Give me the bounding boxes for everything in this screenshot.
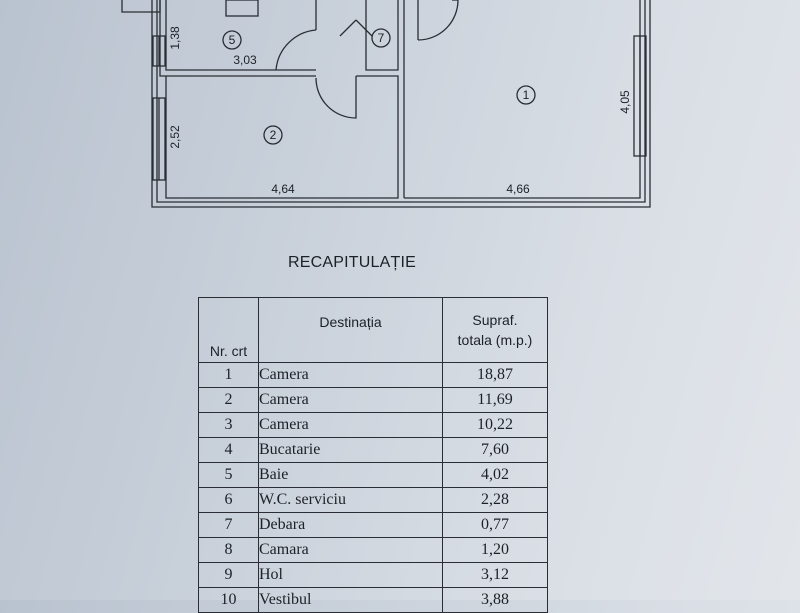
row-destination: Camera bbox=[258, 412, 443, 438]
row-area: 3,88 bbox=[442, 587, 548, 613]
header-suprafata-line1: Supraf. bbox=[472, 312, 518, 328]
recap-table: Nr. crt Destinația Supraf. totala (m.p.)… bbox=[198, 297, 548, 613]
row-area: 3,12 bbox=[442, 562, 548, 588]
row-area: 2,28 bbox=[442, 487, 548, 513]
row-number: 3 bbox=[198, 412, 259, 438]
row-area: 7,60 bbox=[442, 437, 548, 463]
row-number: 9 bbox=[198, 562, 259, 588]
table-row: 5 Baie 4,02 bbox=[198, 462, 548, 488]
room1-height-dimension: 4,05 bbox=[618, 90, 632, 114]
room2-width-dimension: 4,64 bbox=[271, 182, 295, 196]
row-number: 5 bbox=[198, 462, 259, 488]
row-number: 4 bbox=[198, 437, 259, 463]
header-destinatia: Destinația bbox=[258, 297, 443, 363]
row-area: 4,02 bbox=[442, 462, 548, 488]
room-1-number: 1 bbox=[523, 88, 530, 102]
row-area: 1,20 bbox=[442, 537, 548, 563]
row-number: 2 bbox=[198, 387, 259, 413]
room1-width-dimension: 4,66 bbox=[506, 182, 530, 196]
table-row: 10 Vestibul 3,88 bbox=[198, 587, 548, 613]
table-row: 7 Debara 0,77 bbox=[198, 512, 548, 538]
header-nr-crt: Nr. crt bbox=[198, 297, 259, 363]
row-number: 10 bbox=[198, 587, 259, 613]
fixture-rect bbox=[225, 0, 259, 17]
table-row: 6 W.C. serviciu 2,28 bbox=[198, 487, 548, 513]
table-row: 2 Camera 11,69 bbox=[198, 387, 548, 413]
row-number: 8 bbox=[198, 537, 259, 563]
table-row: 1 Camera 18,87 bbox=[198, 362, 548, 388]
row-number: 7 bbox=[198, 512, 259, 538]
room5-height-dimension: 1,38 bbox=[168, 26, 182, 50]
room-5-circle bbox=[222, 30, 242, 50]
row-area: 10,22 bbox=[442, 412, 548, 438]
table-row: 8 Camara 1,20 bbox=[198, 537, 548, 563]
row-destination: Hol bbox=[258, 562, 443, 588]
floor-plan: 1 2 5 7 1,38 3,03 2,52 4,64 4,05 4,66 bbox=[121, 0, 651, 208]
row-area: 18,87 bbox=[442, 362, 548, 388]
table-header-row: Nr. crt Destinația Supraf. totala (m.p.) bbox=[198, 297, 548, 363]
room-2-circle bbox=[263, 125, 283, 145]
room-7-circle bbox=[371, 28, 391, 48]
row-area: 0,77 bbox=[442, 512, 548, 538]
row-destination: Bucatarie bbox=[258, 437, 443, 463]
room-2-number: 2 bbox=[270, 128, 277, 142]
row-destination: Camera bbox=[258, 387, 443, 413]
row-area: 11,69 bbox=[442, 387, 548, 413]
room5-width-dimension: 3,03 bbox=[233, 53, 257, 67]
windows bbox=[152, 35, 647, 181]
row-number: 6 bbox=[198, 487, 259, 513]
table-row: 3 Camera 10,22 bbox=[198, 412, 548, 438]
table-row: 9 Hol 3,12 bbox=[198, 562, 548, 588]
room-7-number: 7 bbox=[378, 31, 385, 45]
row-destination: W.C. serviciu bbox=[258, 487, 443, 513]
row-destination: Debara bbox=[258, 512, 443, 538]
door-swings bbox=[275, 0, 459, 119]
room-1-circle bbox=[516, 85, 536, 105]
row-number: 1 bbox=[198, 362, 259, 388]
interior-walls bbox=[159, 0, 641, 199]
row-destination: Camera bbox=[258, 362, 443, 388]
room2-height-dimension: 2,52 bbox=[168, 125, 182, 149]
recap-title: RECAPITULAȚIE bbox=[288, 254, 416, 271]
row-destination: Baie bbox=[258, 462, 443, 488]
header-suprafata-line2: totala (m.p.) bbox=[457, 332, 533, 348]
room-5-number: 5 bbox=[229, 33, 236, 47]
header-suprafata: Supraf. totala (m.p.) bbox=[442, 297, 548, 363]
row-destination: Camara bbox=[258, 537, 443, 563]
row-destination: Vestibul bbox=[258, 587, 443, 613]
table-row: 4 Bucatarie 7,60 bbox=[198, 437, 548, 463]
